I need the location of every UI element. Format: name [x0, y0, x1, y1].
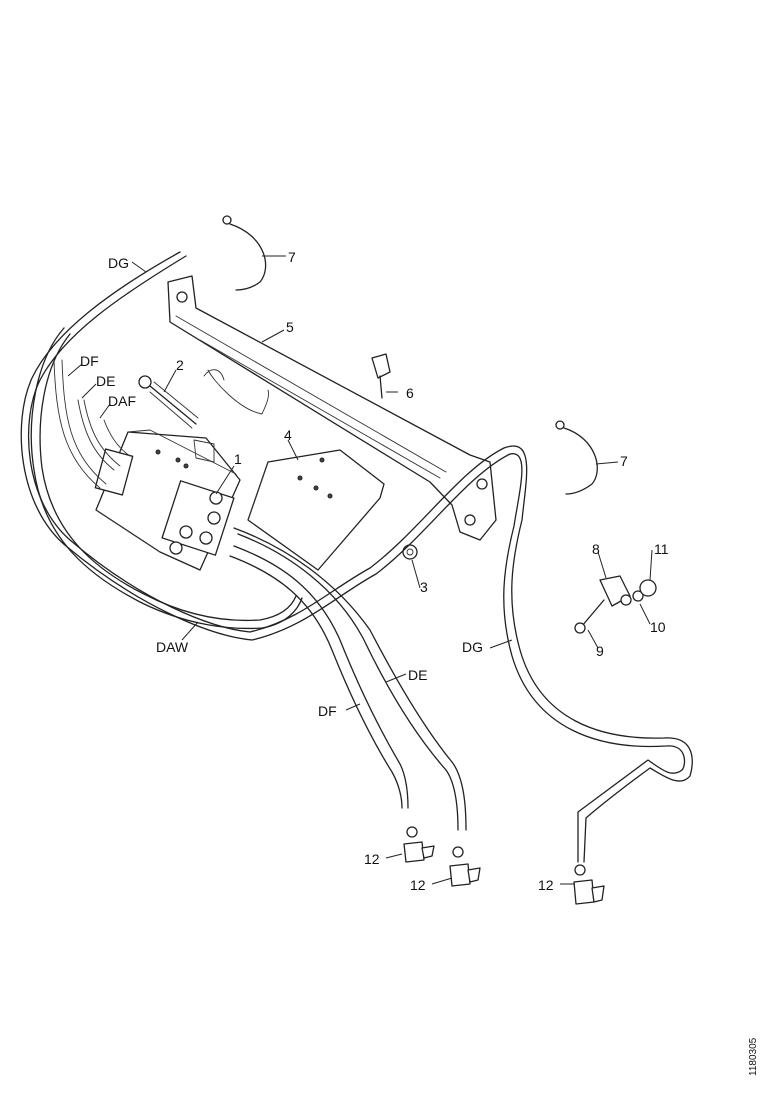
hoses — [20, 251, 693, 863]
hose-label-daf: DAF — [108, 393, 136, 409]
callout-10: 10 — [650, 619, 666, 635]
callout-7-top: 7 — [288, 249, 296, 265]
fitting-assembly — [574, 575, 657, 634]
callout-9: 9 — [596, 643, 604, 659]
document-number: 1180305 — [748, 1037, 759, 1076]
callout-12-right: 12 — [538, 877, 554, 893]
hose-label-df-bottom: DF — [318, 703, 337, 719]
callout-12-left: 12 — [364, 851, 380, 867]
callout-6: 6 — [406, 385, 414, 401]
cable-tie-right — [555, 420, 598, 495]
hose-label-de-top: DE — [96, 373, 115, 389]
screw — [371, 353, 391, 399]
nozzle-right — [573, 864, 605, 905]
callout-1: 1 — [234, 451, 242, 467]
bolt — [138, 375, 199, 429]
hose-label-de-bottom: DE — [408, 667, 427, 683]
callout-3: 3 — [420, 579, 428, 595]
nut — [402, 544, 418, 560]
callout-7-right: 7 — [620, 453, 628, 469]
cable-tie-top — [222, 215, 267, 291]
valve-block — [94, 429, 241, 571]
hose-label-df-top: DF — [80, 353, 99, 369]
callout-11: 11 — [654, 541, 669, 557]
nozzle-left — [403, 826, 435, 863]
callout-labels: 1 2 3 4 5 6 7 7 8 9 10 11 12 12 12 DG DG… — [80, 249, 669, 893]
callout-12-middle: 12 — [410, 877, 426, 893]
leader-lines — [67, 255, 653, 885]
callout-2: 2 — [176, 357, 184, 373]
nozzle-middle — [449, 846, 481, 887]
callout-4: 4 — [284, 427, 292, 443]
callout-5: 5 — [286, 319, 294, 335]
control-box-plate — [247, 449, 385, 571]
mounting-bracket — [167, 275, 497, 541]
hose-label-daw: DAW — [156, 639, 189, 655]
hose-label-dg-left: DG — [108, 255, 129, 271]
callout-8: 8 — [592, 541, 600, 557]
hose-label-dg-right: DG — [462, 639, 483, 655]
